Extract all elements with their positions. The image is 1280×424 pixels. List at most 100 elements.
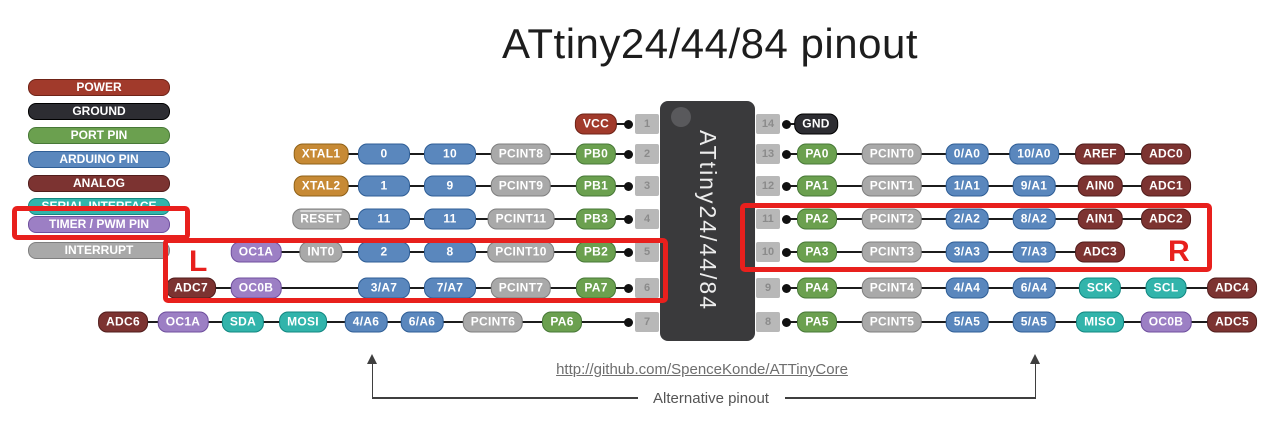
pill-adc5: ADC5 xyxy=(1207,311,1257,333)
legend-item-power: POWER xyxy=(28,79,170,96)
pill-pa6: PA6 xyxy=(542,311,582,333)
pill-pcint8: PCINT8 xyxy=(490,143,552,165)
bracket-line-left xyxy=(372,397,638,399)
pin-dot-9 xyxy=(781,283,791,293)
pill-11: 11 xyxy=(424,208,476,230)
pill-10: 10 xyxy=(424,143,476,165)
pin-dot-5 xyxy=(623,247,633,257)
pin-stub-4: 4 xyxy=(635,209,659,229)
wire-pin-3 xyxy=(321,185,631,187)
wire-pin-2 xyxy=(321,153,631,155)
pill-gnd: GND xyxy=(794,113,838,135)
pill-pcint5: PCINT5 xyxy=(861,311,923,333)
pill-pcint2: PCINT2 xyxy=(861,208,923,230)
pill-pcint6: PCINT6 xyxy=(462,311,524,333)
pill-adc1: ADC1 xyxy=(1141,175,1191,197)
pill-sda: SDA xyxy=(221,311,265,333)
pill-mosi: MOSI xyxy=(279,311,327,333)
page-title: ATtiny24/44/84 pinout xyxy=(501,20,919,67)
chip-body: ATtiny24/44/84 xyxy=(660,101,755,341)
pill-pcint3: PCINT3 xyxy=(861,241,923,263)
pill-pb2: PB2 xyxy=(575,241,617,263)
pill-reset: RESET xyxy=(292,208,350,230)
pill-11: 11 xyxy=(358,208,410,230)
github-link: http://github.com/SpenceKonde/ATTinyCore xyxy=(556,361,848,378)
right-highlight-box xyxy=(740,203,1212,272)
pill-pa5: PA5 xyxy=(797,311,837,333)
pill-pcint11: PCINT11 xyxy=(487,208,555,230)
pin-stub-9: 9 xyxy=(756,278,780,298)
pill-pa0: PA0 xyxy=(797,143,837,165)
legend-item-timer-pwm-pin: TIMER / PWM PIN xyxy=(28,216,170,233)
pin-stub-6: 6 xyxy=(635,278,659,298)
pin-dot-4 xyxy=(623,214,633,224)
pill-4-a4: 4/A4 xyxy=(945,277,989,299)
pin-stub-13: 13 xyxy=(756,144,780,164)
pill-5-a5: 5/A5 xyxy=(945,311,989,333)
legend-item-arduino-pin: ARDUINO PIN xyxy=(28,151,170,168)
pill-9: 9 xyxy=(424,175,476,197)
pill-pb3: PB3 xyxy=(575,208,617,230)
pin-dot-14 xyxy=(781,119,791,129)
pill-1: 1 xyxy=(358,175,410,197)
pin-stub-5: 5 xyxy=(635,242,659,262)
pill-pa1: PA1 xyxy=(797,175,837,197)
pin-stub-11: 11 xyxy=(756,209,780,229)
pill-3-a7: 3/A7 xyxy=(358,277,410,299)
wire-pin-8 xyxy=(785,321,1232,323)
pin-dot-13 xyxy=(781,149,791,159)
left-highlight-label: L xyxy=(189,245,208,278)
arrow-up-left-icon xyxy=(367,354,377,364)
pin-stub-3: 3 xyxy=(635,176,659,196)
bracket-riser-left xyxy=(371,363,373,398)
wire-pin-4 xyxy=(321,218,631,220)
pill-7-a3: 7/A3 xyxy=(1012,241,1056,263)
pill-adc4: ADC4 xyxy=(1207,277,1257,299)
pill-3-a3: 3/A3 xyxy=(945,241,989,263)
pill-vcc: VCC xyxy=(574,113,618,135)
pin-dot-10 xyxy=(781,247,791,257)
pin-dot-12 xyxy=(781,181,791,191)
pill-sck: SCK xyxy=(1078,277,1122,299)
pill-6-a4: 6/A4 xyxy=(1012,277,1056,299)
pill-6-a6: 6/A6 xyxy=(400,311,444,333)
pin-stub-2: 2 xyxy=(635,144,659,164)
pill-adc3: ADC3 xyxy=(1075,241,1125,263)
pill-0-a0: 0/A0 xyxy=(945,143,989,165)
pill-ain1: AIN1 xyxy=(1077,208,1123,230)
pill-7-a7: 7/A7 xyxy=(424,277,476,299)
pill-pa2: PA2 xyxy=(797,208,837,230)
pin-stub-8: 8 xyxy=(756,312,780,332)
right-highlight-label: R xyxy=(1168,235,1190,268)
pin1-indicator-dot xyxy=(671,107,691,127)
pill-oc1a: OC1A xyxy=(157,311,209,333)
pill-8-a2: 8/A2 xyxy=(1012,208,1056,230)
pill-10-a0: 10/A0 xyxy=(1009,143,1059,165)
pill-pcint4: PCINT4 xyxy=(861,277,923,299)
pill-pcint0: PCINT0 xyxy=(861,143,923,165)
pill-5-a5: 5/A5 xyxy=(1012,311,1056,333)
left-highlight-box xyxy=(163,238,668,303)
bracket-line-right xyxy=(785,397,1036,399)
pin-stub-1: 1 xyxy=(635,114,659,134)
pill-4-a6: 4/A6 xyxy=(344,311,388,333)
pin-dot-6 xyxy=(623,283,633,293)
pill-pb0: PB0 xyxy=(575,143,617,165)
pill-adc6: ADC6 xyxy=(98,311,148,333)
wire-pin-10 xyxy=(785,251,1100,253)
legend-item-analog: ANALOG xyxy=(28,175,170,192)
arrow-up-right-icon xyxy=(1030,354,1040,364)
pin-dot-11 xyxy=(781,214,791,224)
legend-item-ground: GROUND xyxy=(28,103,170,120)
pin-dot-2 xyxy=(623,149,633,159)
pill-9-a1: 9/A1 xyxy=(1012,175,1056,197)
pill-xtal1: XTAL1 xyxy=(293,143,349,165)
pill-pa7: PA7 xyxy=(576,277,616,299)
bracket-riser-right xyxy=(1034,363,1036,398)
pill-pa3: PA3 xyxy=(797,241,837,263)
pin-dot-1 xyxy=(623,119,633,129)
pill-oc0b: OC0B xyxy=(1140,311,1192,333)
pill-xtal2: XTAL2 xyxy=(293,175,349,197)
pin-stub-7: 7 xyxy=(635,312,659,332)
